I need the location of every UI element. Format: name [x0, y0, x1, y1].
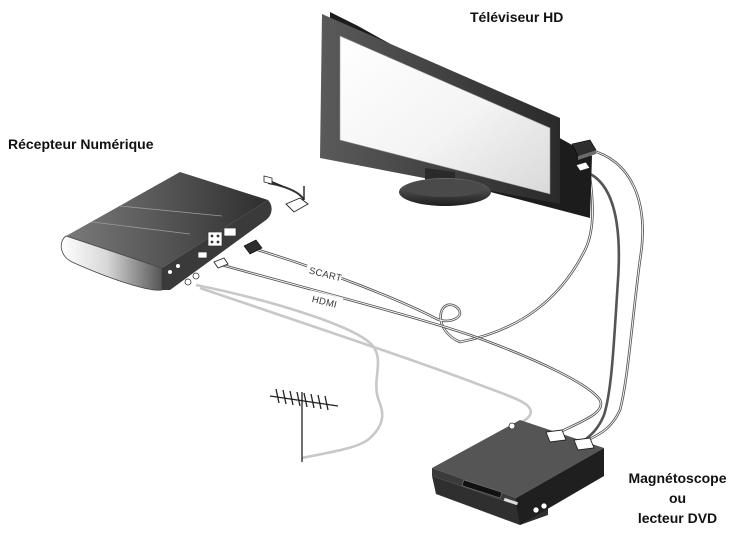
dvd-button[interactable]: [532, 506, 540, 514]
vcr-label-line3: lecteur DVD: [637, 510, 718, 526]
tv-to-dvd-hdmi-cable: [579, 170, 621, 446]
dvd-scart-connector: [545, 429, 567, 443]
antenna-icon: [269, 388, 339, 462]
receiver-top: [66, 172, 268, 268]
hd-television: [320, 12, 592, 218]
tv-label: Téléviseur HD: [470, 9, 564, 25]
digital-receiver: [60, 172, 272, 291]
dvd-scart-connector-2: [573, 437, 595, 451]
hdmi-cable: [221, 263, 603, 434]
receiver-scart-connector: [243, 239, 263, 255]
dvd-rf-connector: [508, 422, 516, 430]
dvd-button[interactable]: [540, 502, 548, 510]
power-adapter: [263, 175, 309, 213]
receiver-button[interactable]: [167, 269, 173, 275]
receiver-front: [60, 235, 163, 291]
receiver-rear-ports: [197, 227, 237, 259]
dvd-recorder: [432, 420, 604, 525]
receiver-button[interactable]: [175, 263, 181, 269]
tv-screen: [339, 35, 551, 195]
receiver-hdmi-connector: [213, 257, 229, 269]
tv-scart-connector: [571, 139, 597, 160]
vcr-label-line1: Magnétoscope: [628, 470, 727, 486]
receiver-rf-connectors: [184, 272, 200, 286]
rf-cable: [199, 286, 533, 428]
vcr-label-line2: ou: [668, 490, 687, 506]
antenna-cable: [195, 283, 384, 460]
receiver-label: Récepteur Numérique: [8, 136, 154, 152]
vcr-label: Magnétoscope ou lecteur DVD: [610, 468, 743, 528]
power-cord: [267, 182, 305, 201]
scart-cable-label: SCART: [308, 265, 343, 284]
tv-hdmi-connector: [575, 161, 591, 172]
